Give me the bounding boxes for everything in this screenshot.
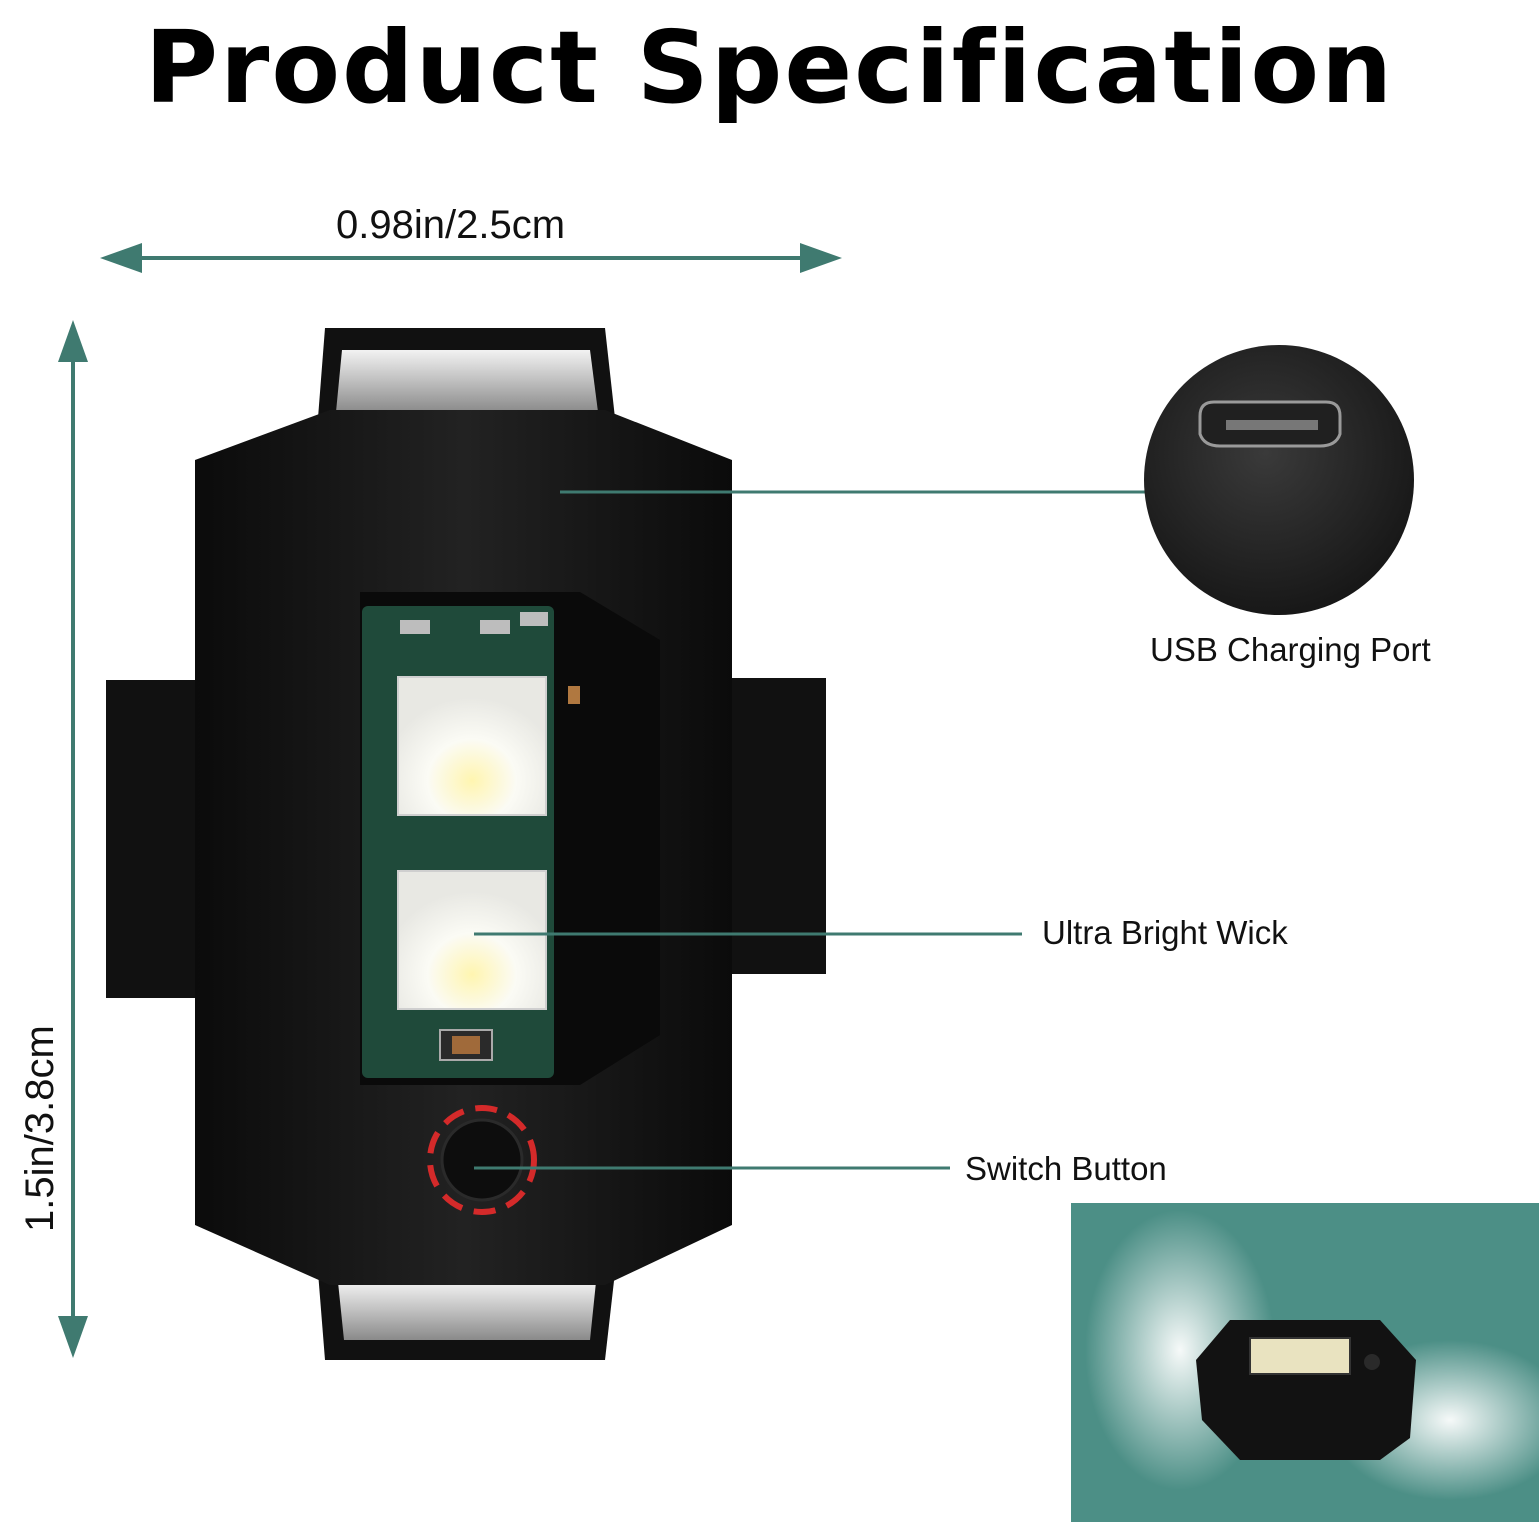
inset-device-leds	[1249, 1337, 1351, 1375]
pcb-component	[520, 612, 548, 626]
pcb-component	[480, 620, 510, 634]
inset-photo	[1071, 1203, 1539, 1522]
led-top	[397, 676, 547, 816]
usb-port-label: USB Charging Port	[1150, 631, 1431, 668]
switch-button	[440, 1118, 524, 1202]
top-lens	[336, 350, 598, 412]
bottom-lens	[338, 1282, 596, 1340]
wick-label: Ultra Bright Wick	[1042, 914, 1288, 951]
page-title: Product Specification	[144, 9, 1395, 126]
height-dimension-label: 1.5in/3.8cm	[18, 1025, 62, 1232]
height-dimension-arrow	[58, 320, 88, 1358]
usb-port-pin	[1226, 420, 1318, 430]
inset-device-switch	[1364, 1354, 1380, 1370]
pcb-component	[400, 620, 430, 634]
width-dimension-label: 0.98in/2.5cm	[336, 203, 566, 247]
usb-closeup-circle	[1144, 345, 1414, 615]
width-dimension-arrow	[100, 243, 842, 273]
switch-button-label: Switch Button	[965, 1150, 1167, 1187]
pcb-component	[568, 686, 580, 704]
switch-ring	[427, 1105, 537, 1215]
device-illustration	[106, 328, 826, 1360]
usb-port-closeup	[1144, 345, 1414, 615]
led-bottom	[397, 870, 547, 1010]
pcb-component	[452, 1036, 480, 1054]
